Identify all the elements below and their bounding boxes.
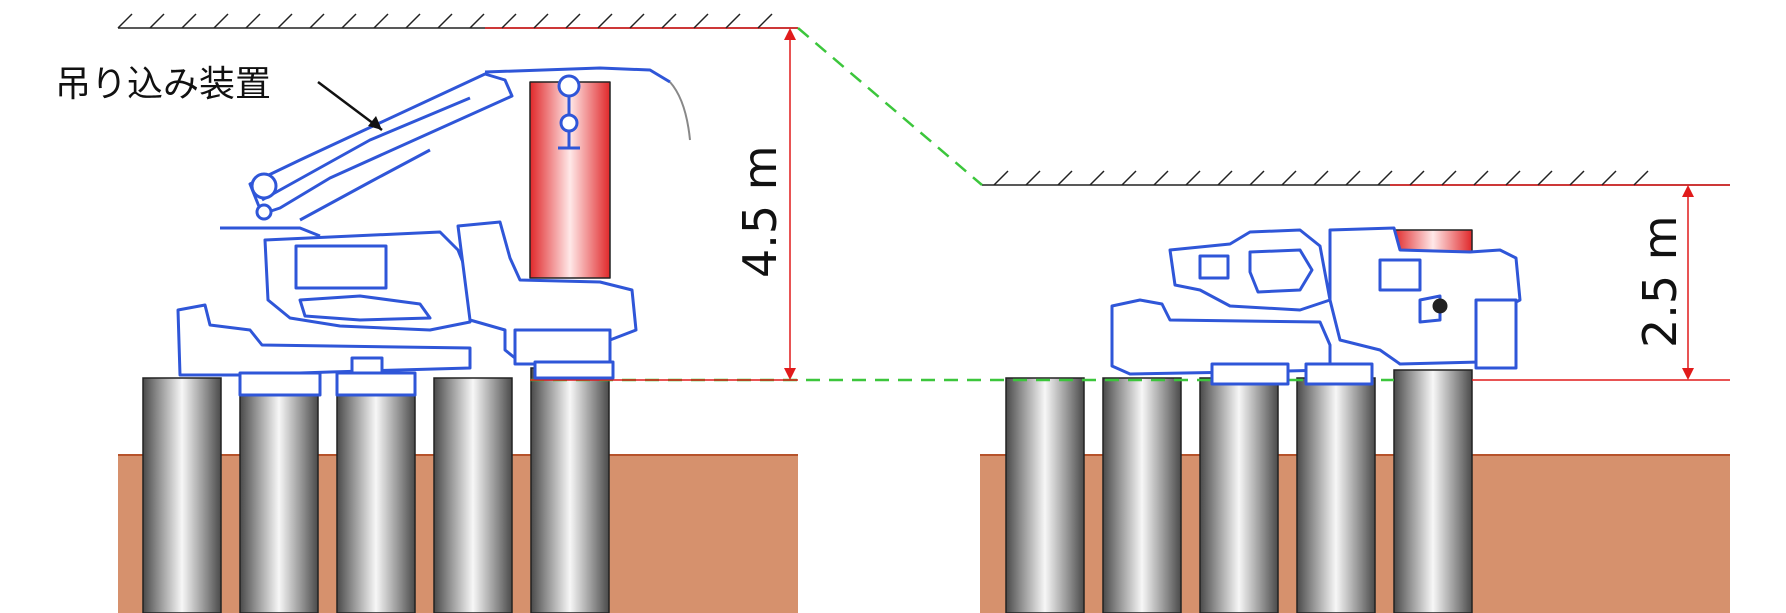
pile <box>1393 369 1473 613</box>
dimension-right <box>1472 185 1730 381</box>
pile <box>336 377 416 613</box>
height-label-right: 2.5 m <box>1633 215 1687 348</box>
pile <box>1199 377 1279 613</box>
piles-left <box>142 367 610 613</box>
pile <box>1102 377 1182 613</box>
height-label-left: 4.5 m <box>733 145 787 278</box>
pile <box>239 377 319 613</box>
pile <box>1296 377 1376 613</box>
dimension-left <box>530 27 798 381</box>
press-in-machine-compact <box>1110 226 1522 386</box>
label-pointer-arrow <box>317 81 383 131</box>
pile <box>530 367 610 613</box>
overhead-clearance-right <box>982 170 1730 186</box>
pile <box>433 377 513 613</box>
press-in-machine-with-crane <box>176 66 691 397</box>
crane-device-label: 吊り込み装置 <box>55 64 271 105</box>
pile <box>1005 377 1085 613</box>
piles-right <box>1005 369 1473 613</box>
overhead-clearance-left <box>117 13 798 29</box>
pile <box>142 377 222 613</box>
